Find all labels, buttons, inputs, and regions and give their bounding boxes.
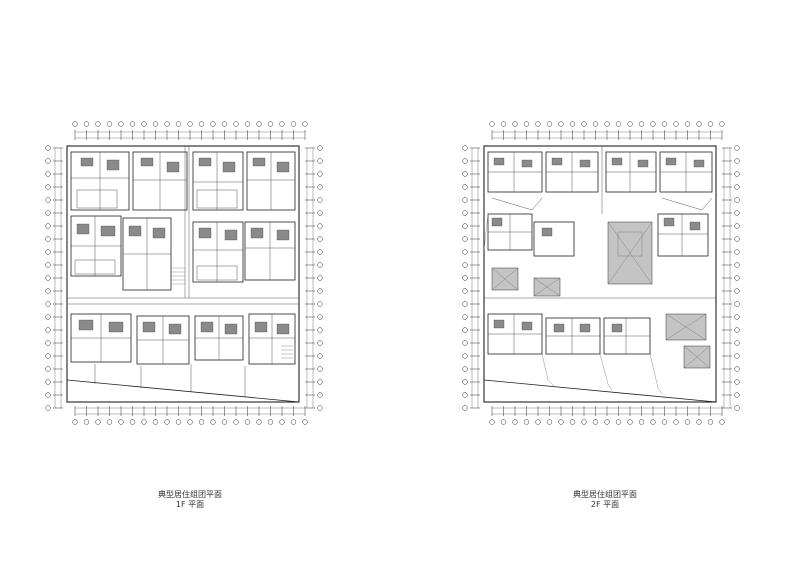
plan-2f-title: 典型居住组团平面 — [573, 490, 637, 499]
plan-1f — [45, 118, 325, 438]
plan-1f-caption: 典型居住组团平面 1F 平面 — [110, 490, 270, 510]
plan-1f-title: 典型居住组团平面 — [158, 490, 222, 499]
plan-2f — [462, 118, 742, 438]
plan-1f-drawing — [45, 121, 323, 425]
plan-2f-caption: 典型居住组团平面 2F 平面 — [525, 490, 685, 510]
plan-2f-level: 2F 平面 — [590, 500, 620, 509]
plan-2f-drawing — [462, 121, 740, 425]
plan-1f-level: 1F 平面 — [175, 500, 205, 509]
